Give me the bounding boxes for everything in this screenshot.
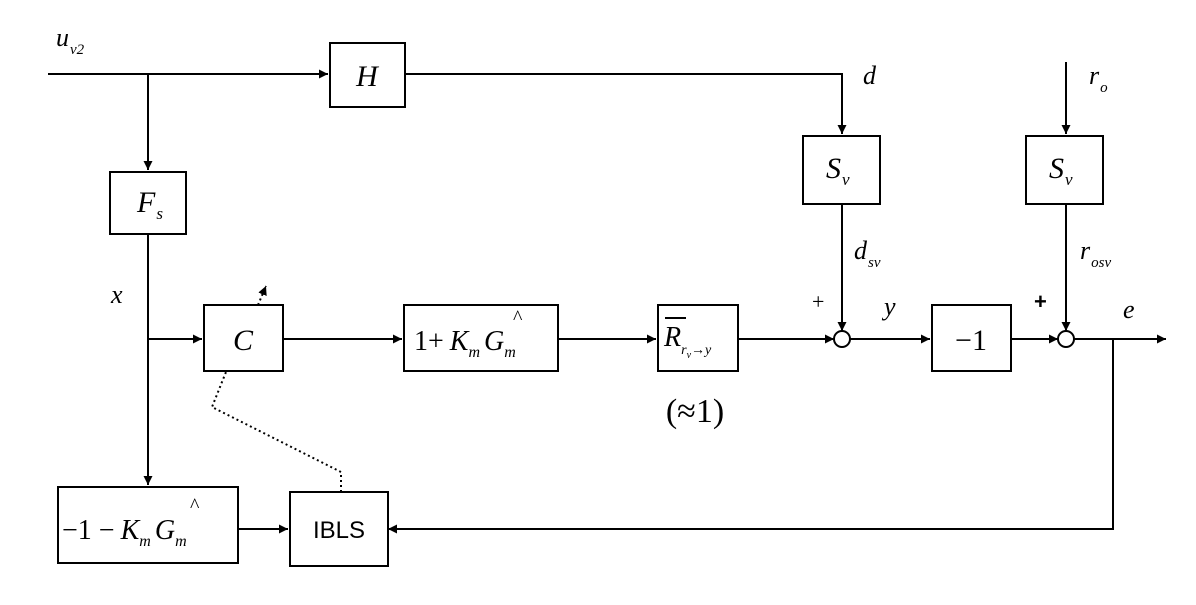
signal-x: x bbox=[110, 280, 123, 309]
block-IBLS-label: IBLS bbox=[313, 517, 365, 544]
block-Fs: Fs bbox=[109, 171, 187, 235]
signal-y: y bbox=[881, 292, 896, 321]
block-Sv-right-label: Sv bbox=[1049, 152, 1073, 189]
block-Sv-right: Sv bbox=[1025, 135, 1104, 205]
block-Fs-label: Fs bbox=[136, 186, 163, 223]
block-Sv-left-label: Sv bbox=[826, 152, 850, 189]
plus-sign-1: + bbox=[812, 289, 824, 314]
wire-e-to-IBLS bbox=[388, 339, 1114, 534]
block-H: H bbox=[329, 42, 406, 108]
signal-e: e bbox=[1123, 295, 1135, 324]
summing-junction-2 bbox=[1057, 330, 1075, 348]
neg-G-hat: ^ bbox=[190, 495, 200, 517]
signal-u-v2: uv2 bbox=[56, 23, 85, 58]
block-R: Rrv→y bbox=[657, 304, 739, 372]
signal-d: d bbox=[863, 61, 877, 90]
block-C: C bbox=[203, 304, 284, 372]
wire-H-to-Sv bbox=[405, 73, 847, 134]
plant-G-hat: ^ bbox=[513, 307, 523, 329]
signal-d-sv: dsv bbox=[854, 236, 881, 271]
block-IBLS: IBLS bbox=[289, 491, 389, 567]
block-minus-one-label: −1 bbox=[955, 324, 987, 357]
dotted-adapt-arrow bbox=[257, 285, 267, 306]
signal-r-o: ro bbox=[1089, 61, 1108, 96]
summing-junction-1 bbox=[833, 330, 851, 348]
approx-one-note: (≈1) bbox=[666, 393, 724, 430]
block-minus-one: −1 bbox=[931, 304, 1012, 372]
block-R-label: Rrv→y bbox=[663, 322, 712, 361]
block-H-label: H bbox=[355, 60, 380, 93]
block-C-label: C bbox=[233, 324, 254, 357]
plus-sign-2: + bbox=[1034, 289, 1047, 314]
signal-r-osv: rosv bbox=[1080, 236, 1111, 271]
dotted-IBLS-to-C bbox=[210, 371, 342, 492]
block-Sv-left: Sv bbox=[802, 135, 881, 205]
